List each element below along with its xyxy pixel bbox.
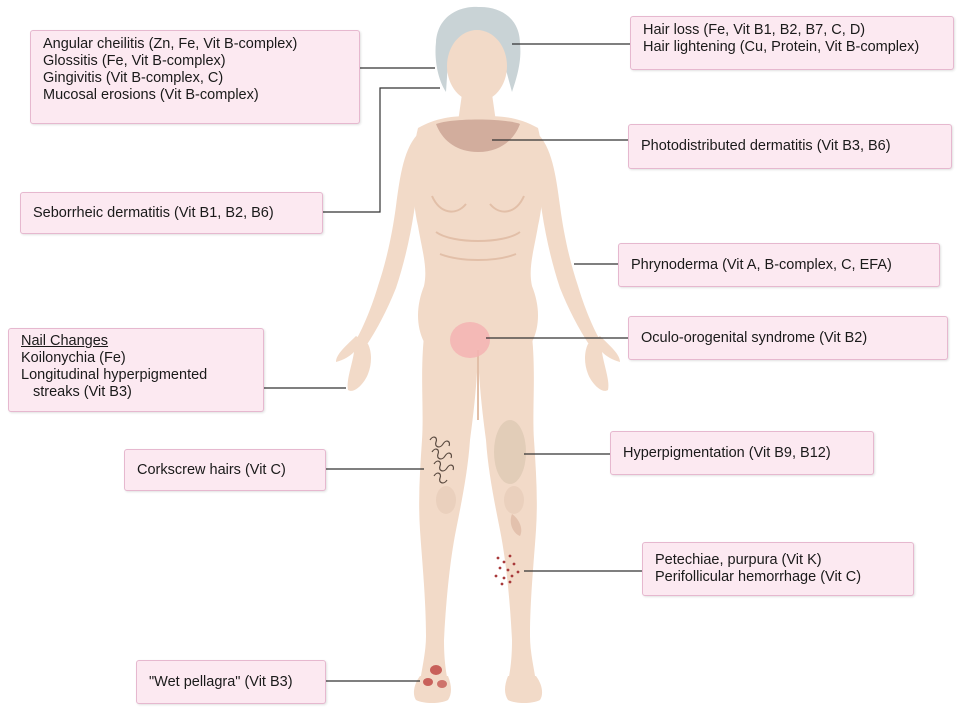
label-oculo-text: Oculo-orogenital syndrome (Vit B2) <box>641 330 935 347</box>
label-photodistributed: Photodistributed dermatitis (Vit B3, B6) <box>628 124 952 169</box>
hyperpigmentation-patch <box>494 420 526 484</box>
genital-highlight <box>450 322 490 358</box>
label-petechiae: Petechiae, purpura (Vit K) Perifollicula… <box>642 542 914 596</box>
right-knee-shade <box>504 486 524 514</box>
label-hair-line-2: Hair lightening (Cu, Protein, Vit B-comp… <box>643 39 941 56</box>
left-arm <box>356 132 428 346</box>
head <box>447 30 507 102</box>
label-hair-line-1: Hair loss (Fe, Vit B1, B2, B7, C, D) <box>643 22 941 39</box>
label-photodistributed-text: Photodistributed dermatitis (Vit B3, B6) <box>641 138 939 155</box>
label-corkscrew: Corkscrew hairs (Vit C) <box>124 449 326 491</box>
label-hyperpigmentation-text: Hyperpigmentation (Vit B9, B12) <box>623 445 861 462</box>
label-petechiae-line-1: Petechiae, purpura (Vit K) <box>655 552 901 569</box>
label-hair: Hair loss (Fe, Vit B1, B2, B7, C, D) Hai… <box>630 16 954 70</box>
right-arm <box>528 132 600 346</box>
label-oral-line-1: Angular cheilitis (Zn, Fe, Vit B-complex… <box>43 36 347 53</box>
label-pellagra-text: "Wet pellagra" (Vit B3) <box>149 674 313 691</box>
left-hand <box>336 336 371 391</box>
label-phrynoderma: Phrynoderma (Vit A, B-complex, C, EFA) <box>618 243 940 287</box>
label-oculo-orogenital: Oculo-orogenital syndrome (Vit B2) <box>628 316 948 360</box>
left-knee-shade <box>436 486 456 514</box>
label-nail-line-2: Longitudinal hyperpigmented <box>21 367 251 384</box>
label-nail-changes: Nail Changes Koilonychia (Fe) Longitudin… <box>8 328 264 412</box>
label-wet-pellagra: "Wet pellagra" (Vit B3) <box>136 660 326 704</box>
right-hand <box>585 336 620 391</box>
left-foot <box>414 676 451 703</box>
label-nail-heading: Nail Changes <box>21 333 251 350</box>
label-hyperpigmentation: Hyperpigmentation (Vit B9, B12) <box>610 431 874 475</box>
label-petechiae-line-2: Perifollicular hemorrhage (Vit C) <box>655 569 901 586</box>
label-nail-line-1: Koilonychia (Fe) <box>21 350 251 367</box>
right-foot <box>505 676 542 703</box>
label-seborrheic-text: Seborrheic dermatitis (Vit B1, B2, B6) <box>33 205 310 222</box>
label-oral-line-2: Glossitis (Fe, Vit B-complex) <box>43 53 347 70</box>
label-corkscrew-text: Corkscrew hairs (Vit C) <box>137 462 313 479</box>
label-oral-line-4: Mucosal erosions (Vit B-complex) <box>43 87 347 104</box>
label-seborrheic: Seborrheic dermatitis (Vit B1, B2, B6) <box>20 192 323 234</box>
label-oral-line-3: Gingivitis (Vit B-complex, C) <box>43 70 347 87</box>
label-oral: Angular cheilitis (Zn, Fe, Vit B-complex… <box>30 30 360 124</box>
label-nail-line-3: streaks (Vit B3) <box>21 384 251 401</box>
label-phrynoderma-text: Phrynoderma (Vit A, B-complex, C, EFA) <box>631 257 927 274</box>
